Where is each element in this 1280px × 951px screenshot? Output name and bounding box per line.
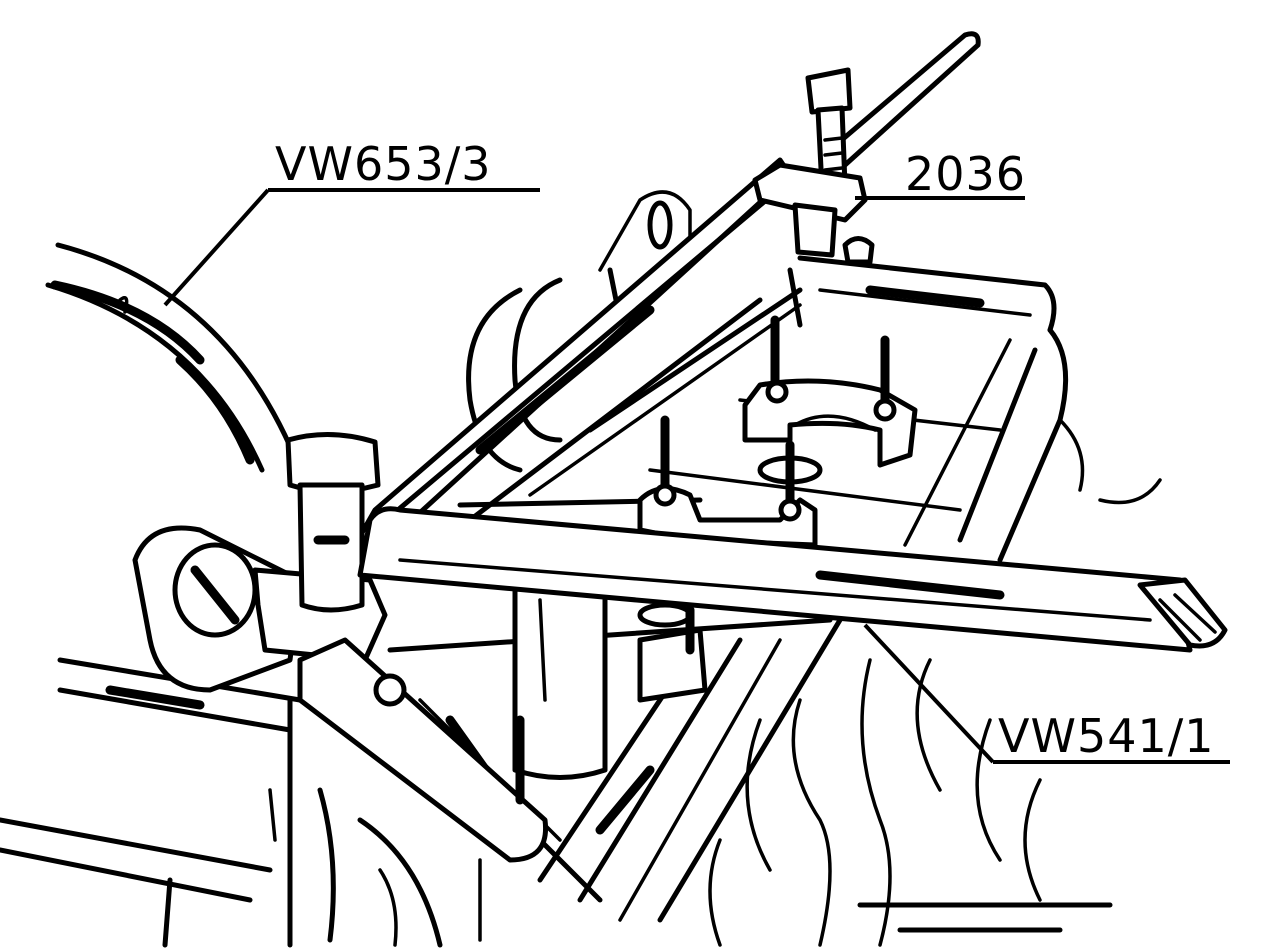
label-2036: 2036 — [905, 147, 1026, 201]
bearing-cap-lower — [637, 602, 708, 703]
camshaft-lobes — [466, 190, 692, 473]
lever-vw541 — [357, 506, 1228, 653]
bearing-cap-rear — [742, 315, 918, 468]
label-vw653-3: VW653/3 — [275, 137, 492, 191]
flywheel-arc — [45, 242, 303, 473]
leader-vw653 — [163, 188, 540, 307]
bearing-cap-front — [637, 415, 823, 548]
front-bracket — [132, 432, 549, 863]
leader-vw541 — [863, 623, 1230, 764]
clamp-2036 — [752, 31, 981, 265]
label-vw541-1: VW541/1 — [998, 709, 1215, 763]
